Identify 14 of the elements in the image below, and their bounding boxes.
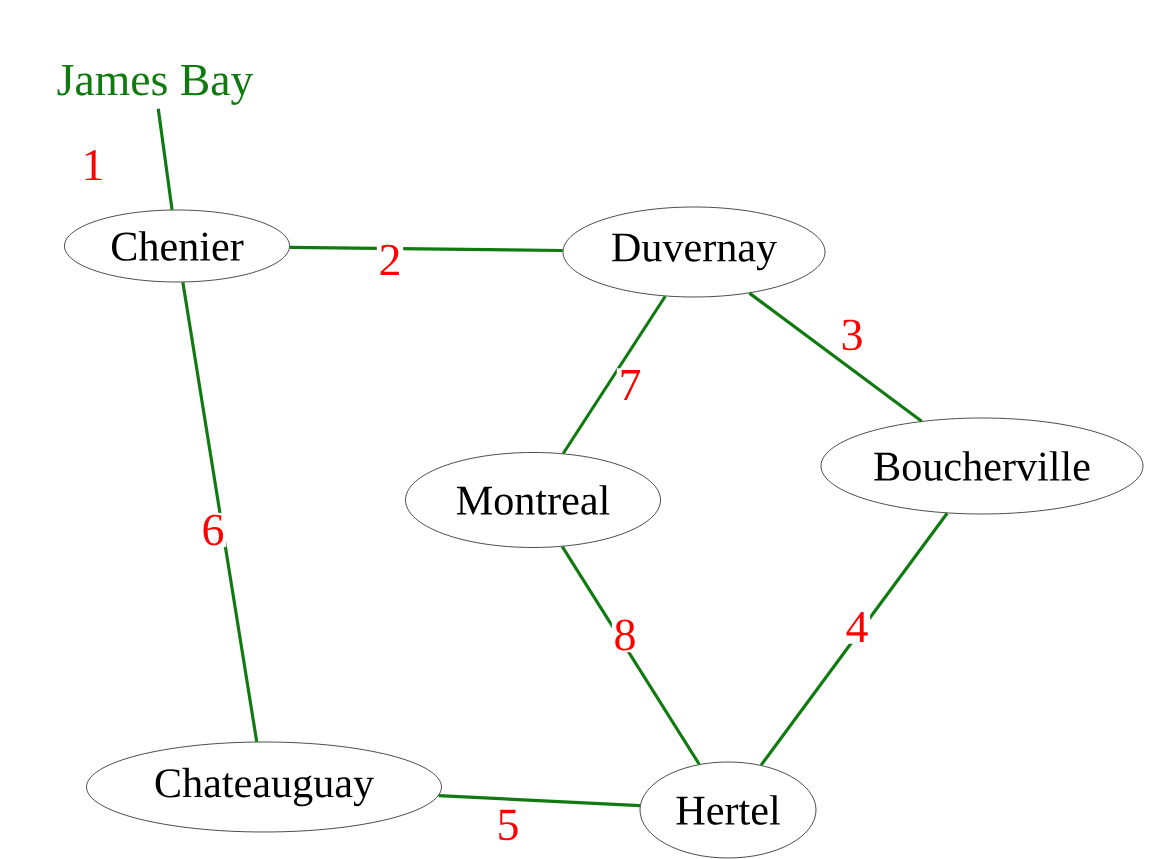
edge-label: 4: [843, 610, 871, 644]
line: [759, 512, 949, 767]
place-label: James Bay: [57, 65, 254, 105]
line: [289, 245, 563, 253]
edge-label: 1: [79, 148, 107, 182]
line: [438, 794, 641, 808]
edge-label: 5: [494, 808, 522, 842]
line: [181, 282, 259, 742]
line: [561, 295, 667, 455]
edge-label: 2: [376, 243, 404, 277]
line: [560, 545, 701, 766]
line: [156, 108, 174, 210]
line: [748, 291, 923, 423]
edge-label: 7: [616, 368, 644, 402]
